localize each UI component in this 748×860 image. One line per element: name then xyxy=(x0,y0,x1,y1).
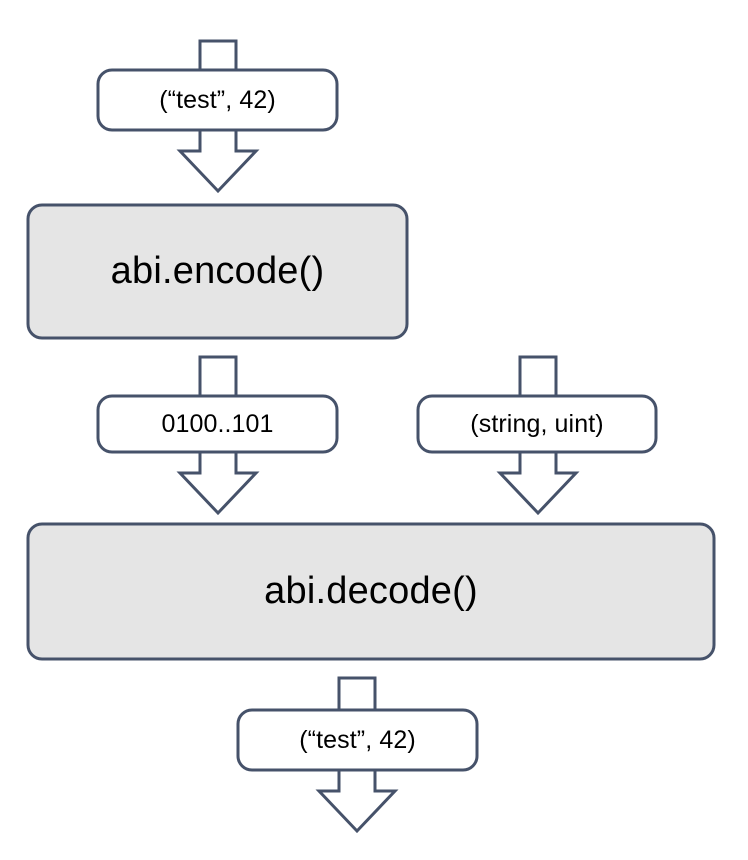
arrow-types-to-decode-connector xyxy=(496,452,580,516)
stub-into-type-tuple-connector xyxy=(518,355,558,398)
arrow-input-to-encode-connector xyxy=(176,130,260,194)
node-encoded-bytes[interactable] xyxy=(96,394,339,454)
arrow-encoded-to-decode-connector xyxy=(176,452,260,516)
arrow-output-downstream-connector xyxy=(315,770,399,834)
node-type-tuple[interactable] xyxy=(416,394,658,454)
node-abi-decode[interactable] xyxy=(26,522,716,661)
node-abi-encode[interactable] xyxy=(26,203,409,340)
stub-into-input-tuple-connector xyxy=(198,39,238,72)
node-input-tuple[interactable] xyxy=(96,68,339,132)
node-output-tuple[interactable] xyxy=(236,708,479,772)
node-layer xyxy=(26,68,716,772)
connector-layer xyxy=(176,39,580,834)
stub-into-output-tuple-connector xyxy=(337,676,377,712)
stub-into-encoded-bytes-connector xyxy=(198,355,238,398)
